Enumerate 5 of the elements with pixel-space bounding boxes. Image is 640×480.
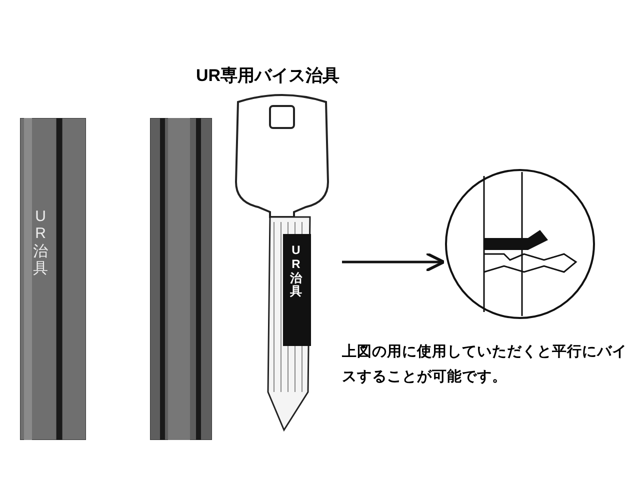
jig-label: UR治具: [32, 208, 49, 277]
jig-label: UR治具: [289, 244, 303, 300]
arrow: [342, 252, 446, 272]
note-text: 上図の用に使用していただくと平行にバイスすることが可能です。: [342, 342, 628, 388]
title: UR専用バイス治具: [196, 65, 340, 87]
